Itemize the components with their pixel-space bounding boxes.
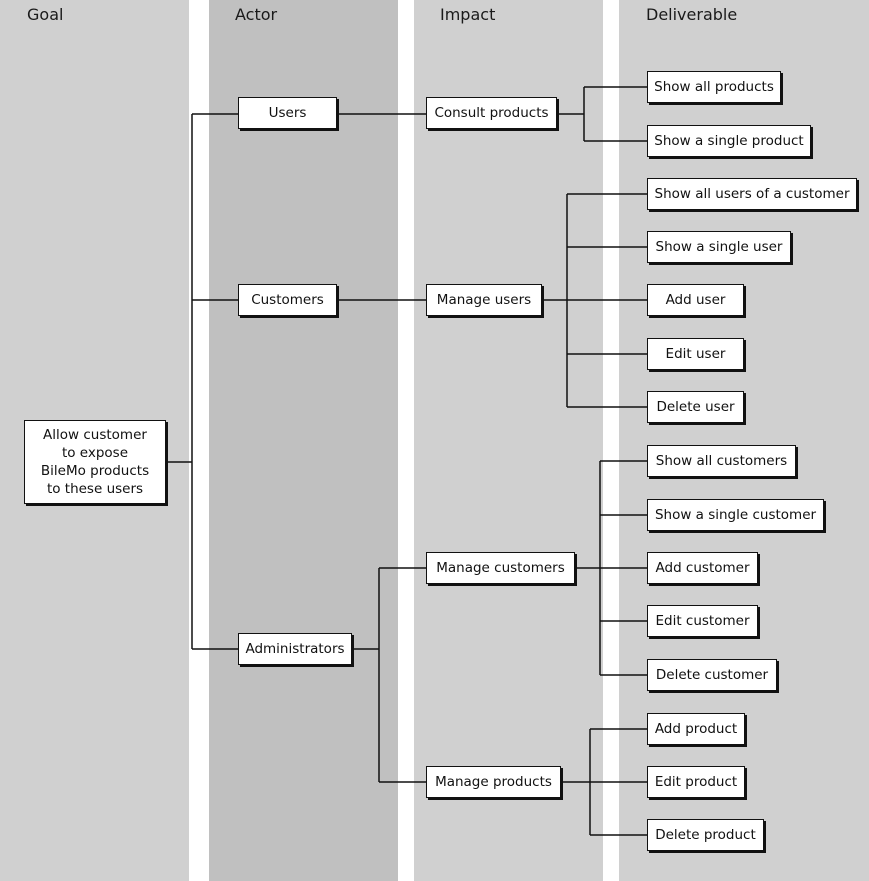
deliverable-add-user: Add user (647, 284, 744, 316)
actor-users: Users (238, 97, 337, 129)
deliverable-show-all-products: Show all products (647, 71, 781, 103)
impact-column-title: Impact (440, 5, 496, 24)
actor-customers: Customers (238, 284, 337, 316)
deliverable-delete-product: Delete product (647, 819, 764, 851)
connector-goal-actors (166, 113, 238, 650)
deliverable-add-customer: Add customer (647, 552, 758, 584)
impact-manage-products: Manage products (426, 766, 561, 798)
deliverable-edit-product: Edit product (647, 766, 745, 798)
connector-manage-users-deliverables (542, 193, 647, 408)
impact-manage-users: Manage users (426, 284, 542, 316)
connector-manage-customers-deliverables (575, 460, 647, 676)
deliverable-add-product: Add product (647, 713, 745, 745)
impact-column (414, 0, 603, 881)
actor-administrators: Administrators (238, 633, 352, 665)
connector-admins-impacts (352, 567, 426, 783)
actor-column-title: Actor (235, 5, 278, 24)
connector-manage-products-deliverables (561, 728, 647, 836)
deliverable-show-all-users-of-customer: Show all users of a customer (647, 178, 857, 210)
connector-consult-deliverables (557, 86, 647, 142)
impact-manage-customers: Manage customers (426, 552, 575, 584)
deliverable-column-title: Deliverable (646, 5, 738, 24)
deliverable-show-all-customers: Show all customers (647, 445, 796, 477)
goal-column-title: Goal (27, 5, 64, 24)
deliverable-show-single-user: Show a single user (647, 231, 791, 263)
deliverable-delete-customer: Delete customer (647, 659, 777, 691)
deliverable-edit-customer: Edit customer (647, 605, 758, 637)
deliverable-show-single-customer: Show a single customer (647, 499, 824, 531)
goal-box: Allow customer to expose BileMo products… (24, 420, 166, 504)
impact-consult-products: Consult products (426, 97, 557, 129)
deliverable-edit-user: Edit user (647, 338, 744, 370)
actor-column (209, 0, 398, 881)
deliverable-delete-user: Delete user (647, 391, 744, 423)
deliverable-show-single-product: Show a single product (647, 125, 811, 157)
